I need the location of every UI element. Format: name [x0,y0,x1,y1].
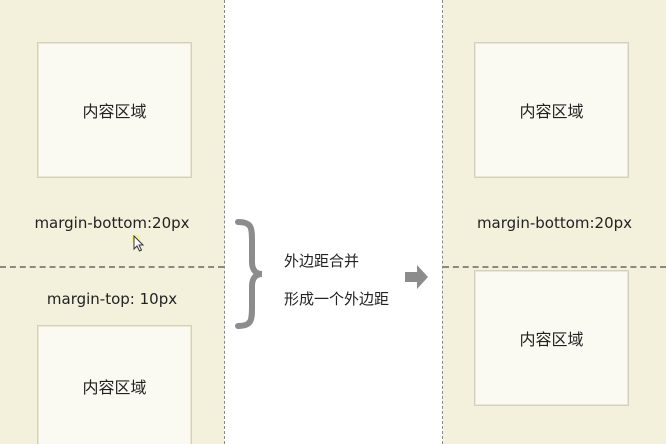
left-bottom-content-box: 内容区域 [37,325,192,444]
content-area-label: 内容区域 [519,102,584,121]
right-margin-bottom-label: margin-bottom:20px [476,214,633,232]
content-area-label: 内容区域 [519,330,584,349]
collapse-note-line-1: 外边距合并 [284,252,360,270]
content-area-label: 内容区域 [82,102,147,121]
curly-brace-icon [235,219,263,329]
right-margin-boundary-line [443,266,666,268]
right-divider-line [442,0,443,444]
left-margin-top-label: margin-top: 10px [46,290,178,308]
left-margin-bottom-label: margin-bottom:20px [34,214,190,232]
mouse-cursor-icon [132,235,145,252]
right-bottom-content-box: 内容区域 [474,270,629,406]
left-divider-line [224,0,225,444]
collapse-note-line-2: 形成一个外边距 [284,290,390,308]
right-arrow-icon [405,265,428,289]
right-top-content-box: 内容区域 [474,42,629,178]
middle-panel [224,0,443,444]
left-margin-boundary-line [0,266,224,268]
left-top-content-box: 内容区域 [37,42,192,178]
content-area-label: 内容区域 [82,377,147,397]
